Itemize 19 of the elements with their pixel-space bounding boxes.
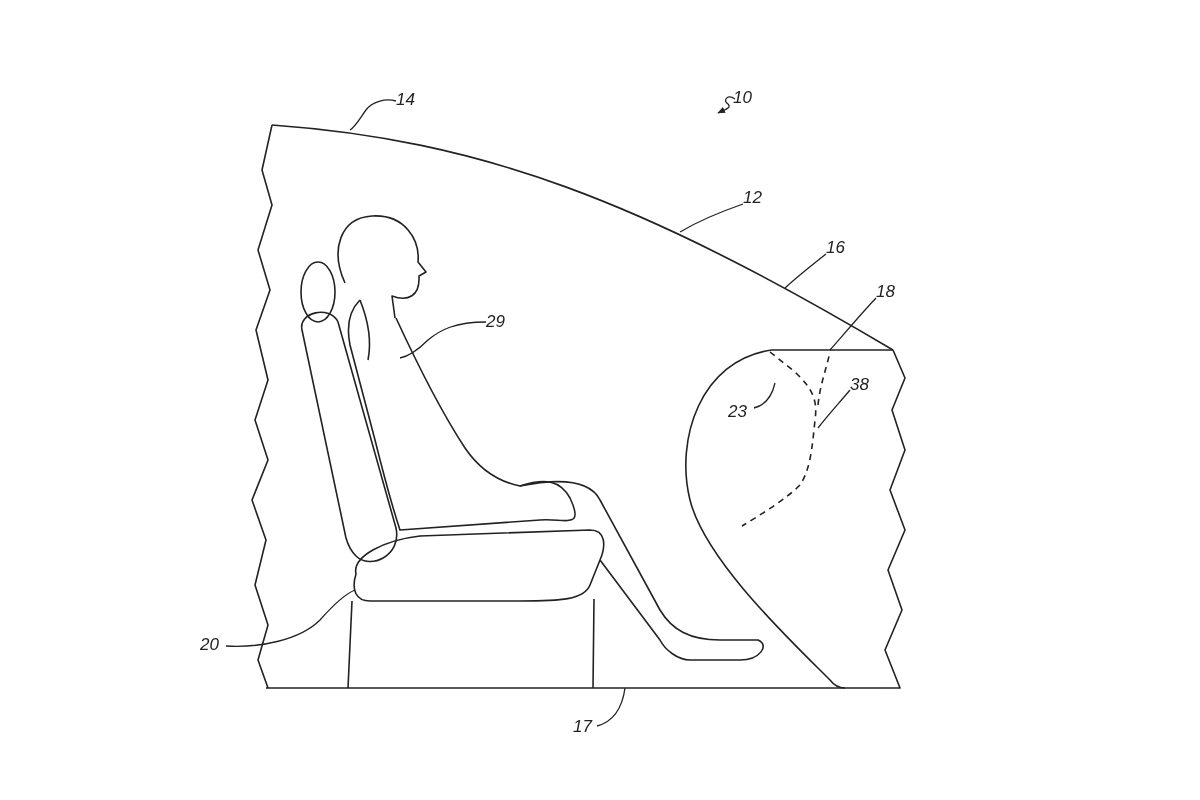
callout-number: 12 — [743, 187, 762, 209]
leader-line — [349, 99, 397, 131]
leader-line — [225, 589, 356, 647]
callout-number: 29 — [486, 311, 505, 333]
callout-number: 10 — [733, 87, 752, 109]
callout-number: 16 — [826, 237, 845, 259]
callout-number: 20 — [200, 634, 219, 656]
leader-line — [784, 253, 827, 289]
leader-line — [679, 203, 744, 233]
callout-number: 38 — [850, 374, 869, 396]
callout-number: 14 — [396, 89, 415, 111]
leader-line — [596, 687, 626, 727]
leader-line — [829, 297, 877, 351]
callout-number: 18 — [876, 281, 895, 303]
leader-line — [817, 389, 851, 429]
leader-line — [753, 382, 776, 409]
callout-number: 23 — [728, 401, 747, 423]
leader-line — [399, 321, 487, 359]
callout-number: 17 — [573, 716, 592, 738]
